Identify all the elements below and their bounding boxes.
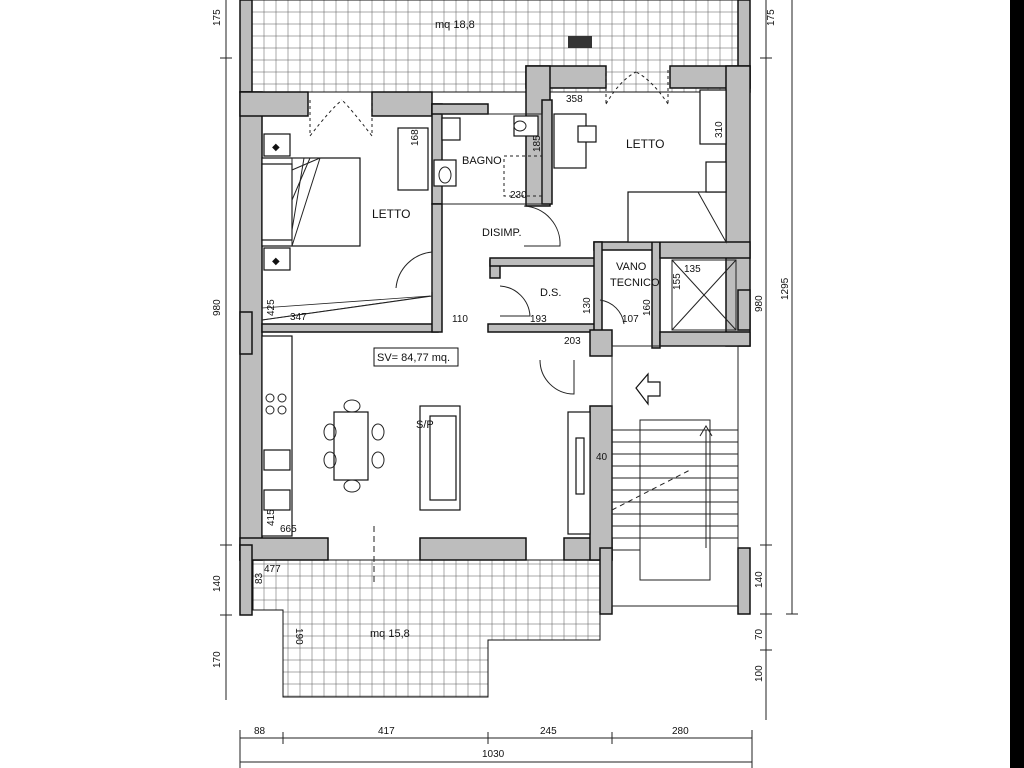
terrace-bottom: mq 15,8	[252, 559, 601, 698]
svg-text:107: 107	[622, 314, 639, 325]
svg-text:185: 185	[532, 135, 543, 152]
stair-area	[611, 345, 739, 607]
wardrobe-left	[397, 127, 429, 191]
svg-text:40: 40	[596, 452, 608, 463]
stair-up-arrow-icon	[699, 425, 713, 437]
terrace-top: mq 18,8	[249, 0, 741, 93]
svg-text:415: 415	[266, 509, 277, 526]
svg-text:◆: ◆	[272, 142, 280, 153]
svg-text:417: 417	[378, 726, 395, 737]
svg-text:168: 168	[410, 129, 421, 146]
svg-text:980: 980	[754, 295, 765, 312]
svg-text:130: 130	[582, 297, 593, 314]
drain-icon	[568, 36, 592, 48]
shower-tray-icon	[503, 155, 543, 197]
stair-steps	[612, 429, 738, 551]
svg-text:155: 155	[672, 273, 683, 290]
svg-text:245: 245	[540, 726, 557, 737]
doors	[309, 70, 669, 395]
right-dimension-chain: 175 980 1295 140 70 100	[754, 0, 798, 720]
nightstand	[263, 133, 291, 157]
room-vano-tecnico: VANO	[616, 261, 647, 273]
svg-text:88: 88	[254, 726, 266, 737]
svg-text:980: 980	[212, 299, 223, 316]
bed-left: ◆ ◆	[261, 133, 361, 271]
svg-text:TECNICO: TECNICO	[610, 277, 660, 289]
svg-text:135: 135	[684, 264, 701, 275]
chair	[577, 125, 597, 143]
svg-text:347: 347	[290, 312, 307, 323]
surface-label: SV= 84,77 mq.	[377, 352, 450, 364]
svg-text:160: 160	[642, 299, 653, 316]
room-bagno: BAGNO	[462, 155, 502, 167]
svg-text:665: 665	[280, 524, 297, 535]
bottom-dimension-chain: 88 417 245 280 1030	[239, 726, 753, 768]
svg-text:170: 170	[212, 651, 223, 668]
svg-text:193: 193	[530, 314, 547, 325]
svg-text:◆: ◆	[272, 256, 280, 267]
svg-text:280: 280	[672, 726, 689, 737]
svg-text:310: 310	[714, 121, 725, 138]
svg-text:203: 203	[564, 336, 581, 347]
room-soggiorno: S/P	[416, 419, 434, 431]
bidet-icon	[441, 117, 461, 141]
svg-text:358: 358	[566, 94, 583, 105]
svg-text:175: 175	[212, 9, 223, 26]
svg-text:1295: 1295	[780, 277, 791, 300]
left-dimension-chain: 175 980 140 170	[212, 0, 232, 700]
svg-text:175: 175	[766, 9, 777, 26]
svg-text:190: 190	[293, 628, 304, 645]
terrace-top-area: mq 18,8	[435, 19, 475, 31]
sink-icon	[263, 449, 291, 471]
room-letto-right: LETTO	[626, 137, 664, 151]
inner-walls	[261, 99, 751, 357]
bed-right	[553, 89, 727, 244]
wardrobe-right	[699, 89, 727, 145]
terrace-bottom-area: mq 15,8	[370, 628, 410, 640]
page-edge-bar	[1010, 0, 1024, 768]
room-disimp: DISIMP.	[482, 227, 522, 239]
svg-text:1030: 1030	[482, 749, 505, 760]
svg-text:70: 70	[754, 628, 765, 640]
svg-text:140: 140	[212, 575, 223, 592]
living-room	[261, 335, 591, 582]
dining-table	[333, 411, 369, 481]
room-ds: D.S.	[540, 287, 561, 299]
svg-text:140: 140	[754, 571, 765, 588]
svg-text:83: 83	[254, 572, 265, 584]
outer-walls	[239, 0, 751, 616]
elevator-shaft	[671, 259, 737, 331]
svg-text:100: 100	[754, 665, 765, 682]
entrance-arrow-icon	[635, 372, 661, 406]
bathroom: 185 230	[433, 113, 543, 205]
toilet-icon	[433, 159, 457, 187]
room-letto-left: LETTO	[372, 207, 410, 221]
surface-box	[373, 347, 459, 367]
svg-text:230: 230	[510, 190, 527, 201]
svg-text:477: 477	[264, 564, 281, 575]
svg-text:425: 425	[266, 299, 277, 316]
oven-icon	[263, 489, 291, 511]
nightstand	[263, 247, 291, 271]
svg-text:110: 110	[452, 314, 468, 325]
